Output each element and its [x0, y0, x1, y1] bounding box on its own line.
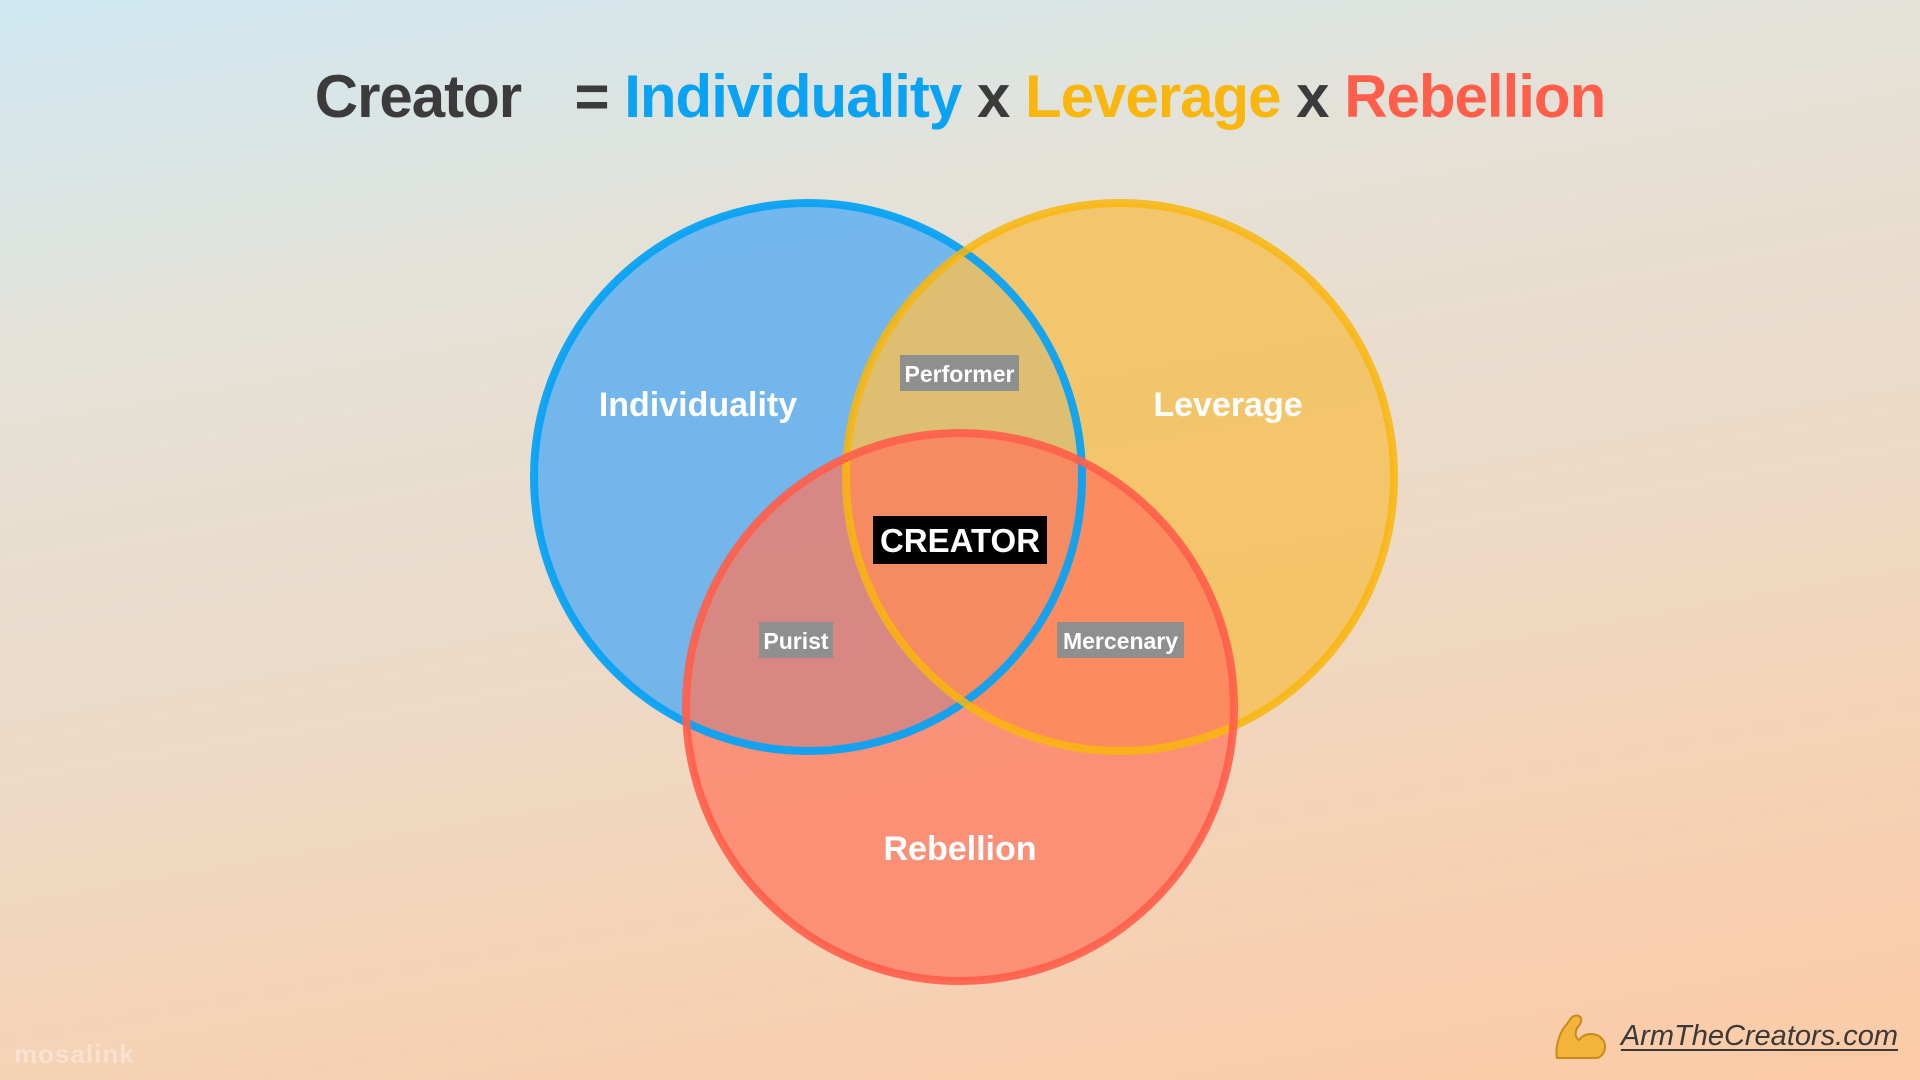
tag-performer-label: Performer — [905, 361, 1015, 387]
circle-leverage-outline — [842, 199, 1398, 755]
arm-the-creators-link[interactable]: ArmTheCreators.com — [1620, 1019, 1898, 1052]
tag-creator: CREATOR — [873, 516, 1047, 564]
title-times-2: x — [1296, 63, 1329, 130]
page-title: Creator = Individuality x Leverage x Reb… — [0, 62, 1920, 131]
circle-individuality-outline — [530, 199, 1086, 755]
title-individuality: Individuality — [624, 63, 962, 130]
flexed-biceps-icon — [1553, 1010, 1609, 1062]
tag-mercenary-label: Mercenary — [1063, 628, 1178, 654]
label-rebellion: Rebellion — [883, 830, 1036, 868]
tag-purist-label: Purist — [763, 628, 829, 654]
circle-rebellion-outline — [682, 429, 1238, 985]
tag-mercenary: Mercenary — [1057, 622, 1184, 658]
title-leverage: Leverage — [1024, 63, 1281, 130]
watermark: mosalink — [14, 1039, 135, 1069]
label-individuality: Individuality — [599, 386, 797, 424]
tag-creator-label: CREATOR — [880, 522, 1040, 559]
title-rebellion: Rebellion — [1344, 63, 1606, 130]
label-leverage: Leverage — [1153, 386, 1302, 424]
tag-performer: Performer — [900, 355, 1019, 391]
title-times-1: x — [976, 63, 1010, 130]
title-creator: Creator — [314, 63, 522, 130]
footer: ArmTheCreators.com — [1553, 1010, 1898, 1062]
title-equals: = — [574, 63, 610, 130]
tag-purist: Purist — [759, 622, 833, 658]
